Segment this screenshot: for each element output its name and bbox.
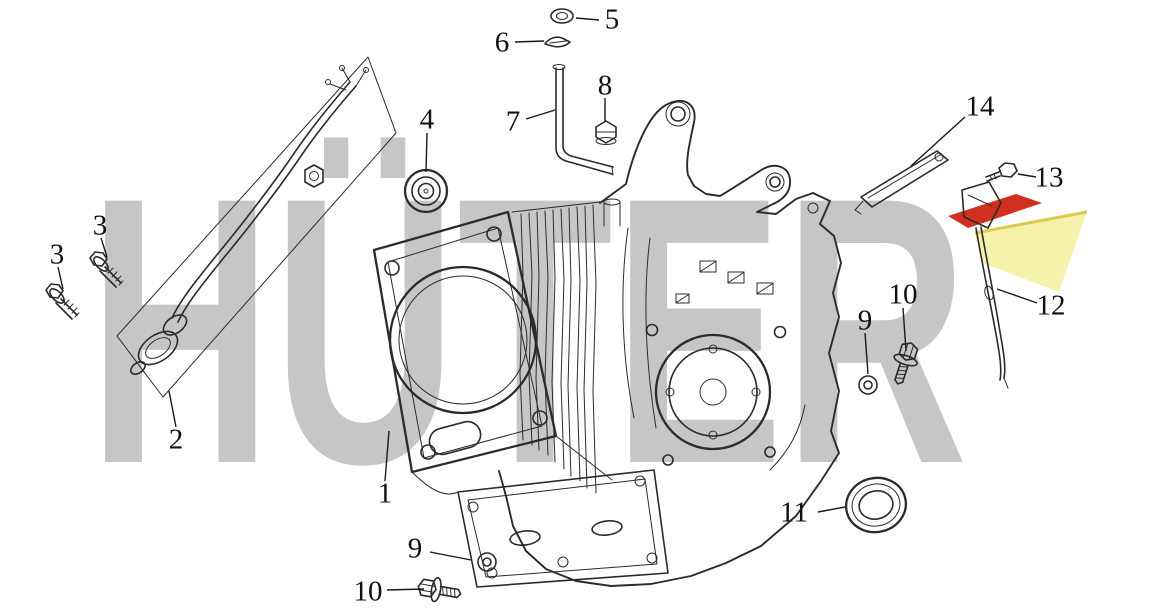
leader-line-5 bbox=[575, 17, 600, 21]
leader-line-4 bbox=[425, 132, 428, 173]
callout-11: 11 bbox=[780, 496, 808, 529]
leader-line-7 bbox=[525, 109, 556, 120]
leader-line-9-bottom bbox=[429, 551, 472, 561]
brand-logo-swoosh bbox=[948, 194, 1088, 292]
leader-line-14 bbox=[910, 116, 966, 167]
part-oil-seal-11 bbox=[844, 476, 908, 534]
callout-3-lower: 3 bbox=[49, 238, 65, 271]
leader-line-3-upper bbox=[100, 237, 108, 258]
callout-4: 4 bbox=[419, 103, 435, 136]
callout-1: 1 bbox=[377, 477, 393, 510]
part-clip-6 bbox=[544, 36, 571, 48]
callout-13: 13 bbox=[1034, 161, 1064, 194]
logo-yellow-edge bbox=[974, 210, 1088, 235]
part-bolt-10-bottom bbox=[415, 573, 464, 607]
leader-lines bbox=[57, 17, 1038, 591]
callout-12: 12 bbox=[1036, 289, 1066, 322]
leader-line-1 bbox=[384, 430, 390, 482]
logo-red-swoosh bbox=[948, 194, 1042, 228]
callout-5: 5 bbox=[604, 3, 620, 36]
callout-3-upper: 3 bbox=[92, 209, 108, 242]
leader-line-10-right bbox=[902, 307, 907, 352]
cooling-fins bbox=[511, 201, 613, 494]
leader-line-11 bbox=[817, 506, 846, 513]
callout-9-right: 9 bbox=[857, 304, 873, 337]
leader-line-9-right bbox=[864, 332, 869, 375]
part-cap-5 bbox=[550, 8, 574, 24]
part-bolt-3-lower bbox=[45, 283, 80, 320]
watermark-text: HÜTER bbox=[88, 118, 968, 543]
part-dipstick-12 bbox=[961, 181, 1009, 389]
leader-line-6 bbox=[514, 40, 545, 43]
callout-6: 6 bbox=[494, 26, 510, 59]
part-bolt-13 bbox=[985, 162, 1018, 182]
leader-line-13 bbox=[1017, 173, 1037, 178]
leader-line-2 bbox=[168, 390, 177, 428]
leader-line-10-bottom bbox=[386, 588, 425, 591]
part-nut-8 bbox=[595, 120, 617, 145]
callout-8: 8 bbox=[597, 69, 613, 102]
callout-10-right: 10 bbox=[888, 278, 918, 311]
callout-14: 14 bbox=[965, 90, 995, 123]
leader-line-3-lower bbox=[57, 266, 64, 290]
crankcase-body bbox=[498, 99, 842, 587]
callout-9-bottom: 9 bbox=[407, 532, 423, 565]
callout-7: 7 bbox=[505, 105, 521, 138]
part-pipe-7 bbox=[552, 64, 614, 176]
logo-yellow-sail bbox=[975, 212, 1087, 292]
part-washer-9-bottom bbox=[477, 552, 497, 572]
part-breather-pipe-assembly bbox=[116, 56, 397, 398]
machined-pads bbox=[675, 260, 774, 304]
leader-line-12 bbox=[996, 288, 1038, 304]
callout-10-bottom: 10 bbox=[353, 575, 383, 608]
base-flange bbox=[457, 469, 669, 588]
callout-2: 2 bbox=[168, 423, 184, 456]
